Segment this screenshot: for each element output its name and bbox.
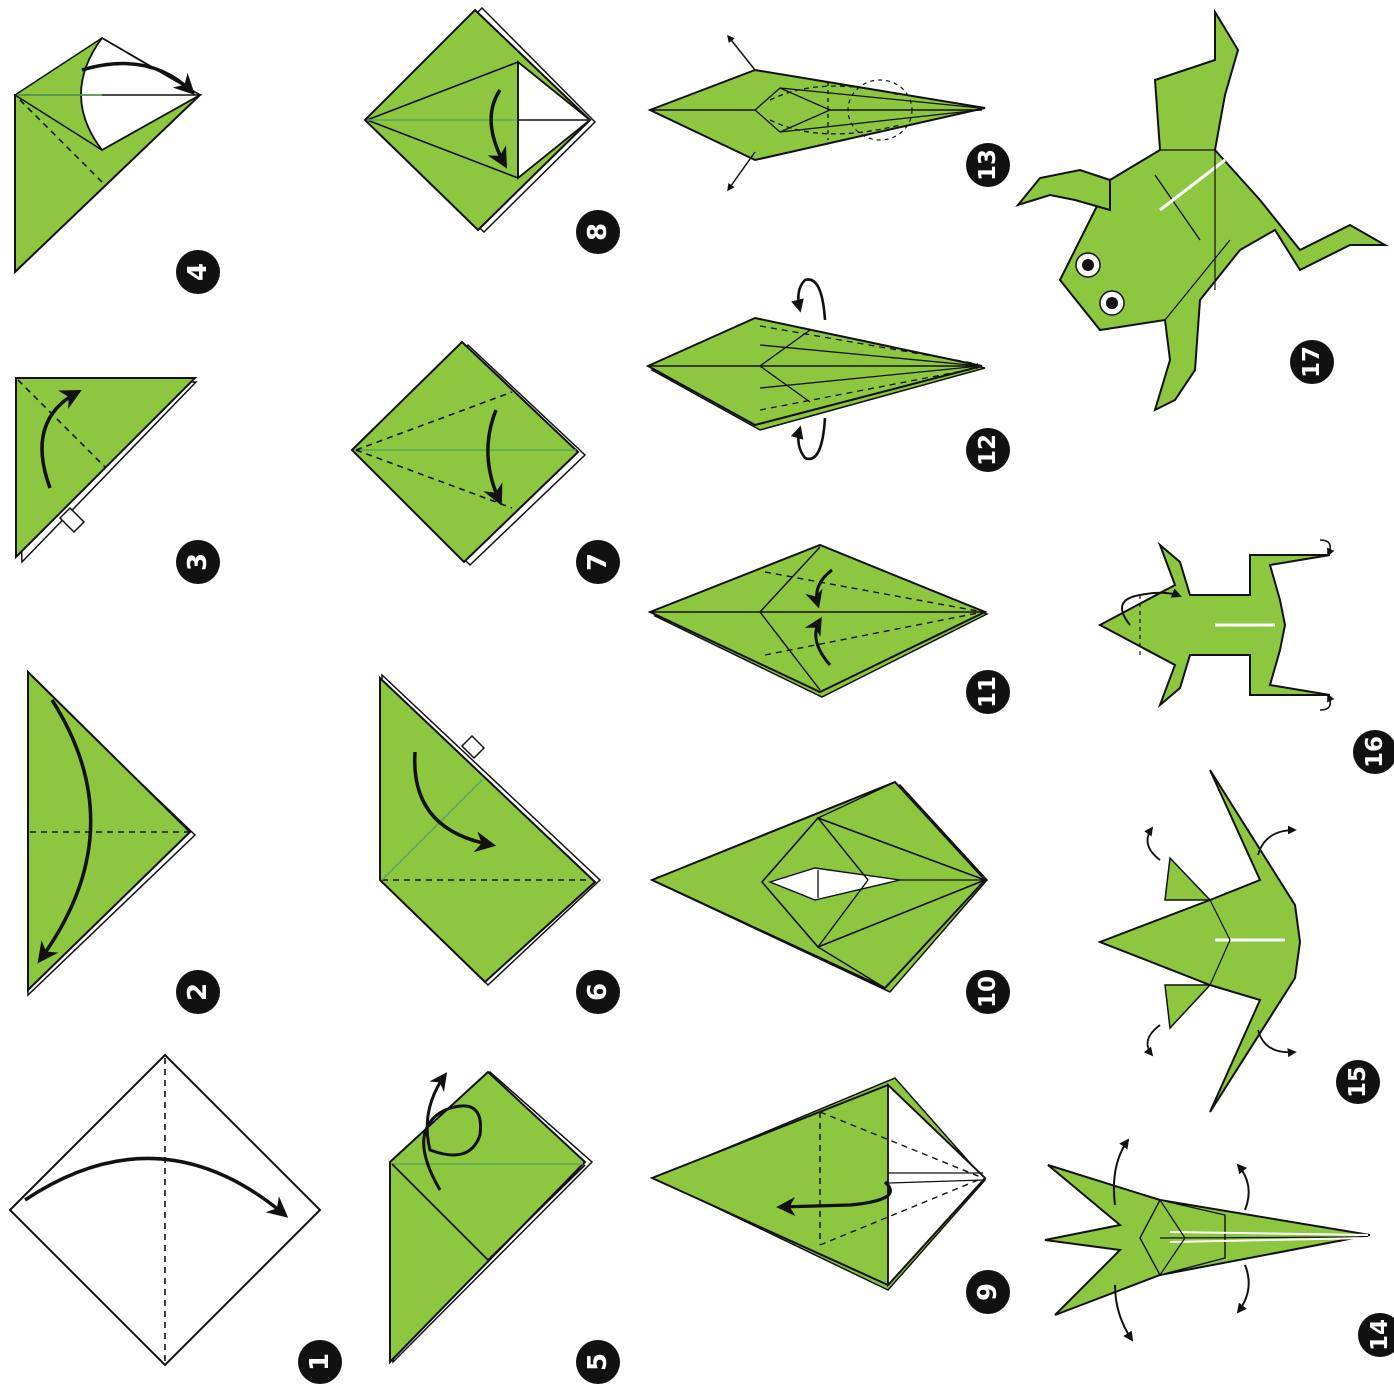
step-6-figure (380, 675, 600, 985)
step-badge-15: 15 (1336, 1060, 1380, 1104)
step-2-figure (28, 672, 195, 995)
step-badge-10: 10 (966, 970, 1010, 1014)
step-14-figure (1045, 1140, 1370, 1340)
step-number-label: 3 (183, 553, 213, 571)
step-badge-9: 9 (966, 1270, 1010, 1314)
step-badge-17: 17 (1290, 340, 1334, 384)
step-number-label: 7 (583, 553, 613, 571)
step-badge-6: 6 (576, 970, 620, 1014)
step-3-figure (16, 378, 196, 562)
step-8-figure (365, 8, 595, 232)
step-badge-8: 8 (576, 210, 620, 254)
step-number-label: 16 (1362, 736, 1388, 768)
step-12-figure (648, 280, 985, 459)
step-10-figure (652, 782, 987, 992)
step-9-figure (652, 1078, 985, 1290)
step-number-label: 15 (1345, 1066, 1371, 1098)
step-13-figure (650, 36, 985, 190)
step-7-figure (352, 342, 585, 565)
step-5-figure (390, 1072, 592, 1362)
step-number-label: 14 (1367, 1319, 1393, 1351)
step-badge-12: 12 (966, 428, 1010, 472)
step-15-figure (1100, 770, 1300, 1112)
step-badge-5: 5 (576, 1340, 620, 1384)
step-badge-2: 2 (176, 970, 220, 1014)
step-badge-1: 1 (298, 1340, 342, 1384)
step-number-label: 5 (583, 1353, 613, 1371)
step-badge-14: 14 (1358, 1313, 1394, 1357)
step-number-label: 13 (975, 149, 1001, 181)
step-badge-3: 3 (176, 540, 220, 584)
step-number-label: 17 (1299, 346, 1325, 378)
step-number-label: 11 (975, 676, 1001, 708)
step-number-label: 1 (305, 1353, 335, 1371)
step-11-figure (650, 545, 987, 697)
step-1-figure (10, 1055, 320, 1365)
step-badge-7: 7 (576, 540, 620, 584)
step-badge-4: 4 (176, 250, 220, 294)
step-number-label: 9 (973, 1283, 1003, 1301)
step-number-label: 12 (975, 434, 1001, 466)
step-badge-11: 11 (966, 670, 1010, 714)
step-number-label: 2 (183, 983, 213, 1001)
step-4-figure (15, 38, 200, 272)
step-number-label: 4 (183, 263, 213, 281)
step-badge-16: 16 (1353, 730, 1394, 774)
step-number-label: 10 (975, 976, 1001, 1008)
step-number-label: 8 (583, 223, 613, 241)
step-number-label: 6 (583, 983, 613, 1001)
step-16-figure (1100, 540, 1330, 710)
step-badge-13: 13 (966, 143, 1010, 187)
